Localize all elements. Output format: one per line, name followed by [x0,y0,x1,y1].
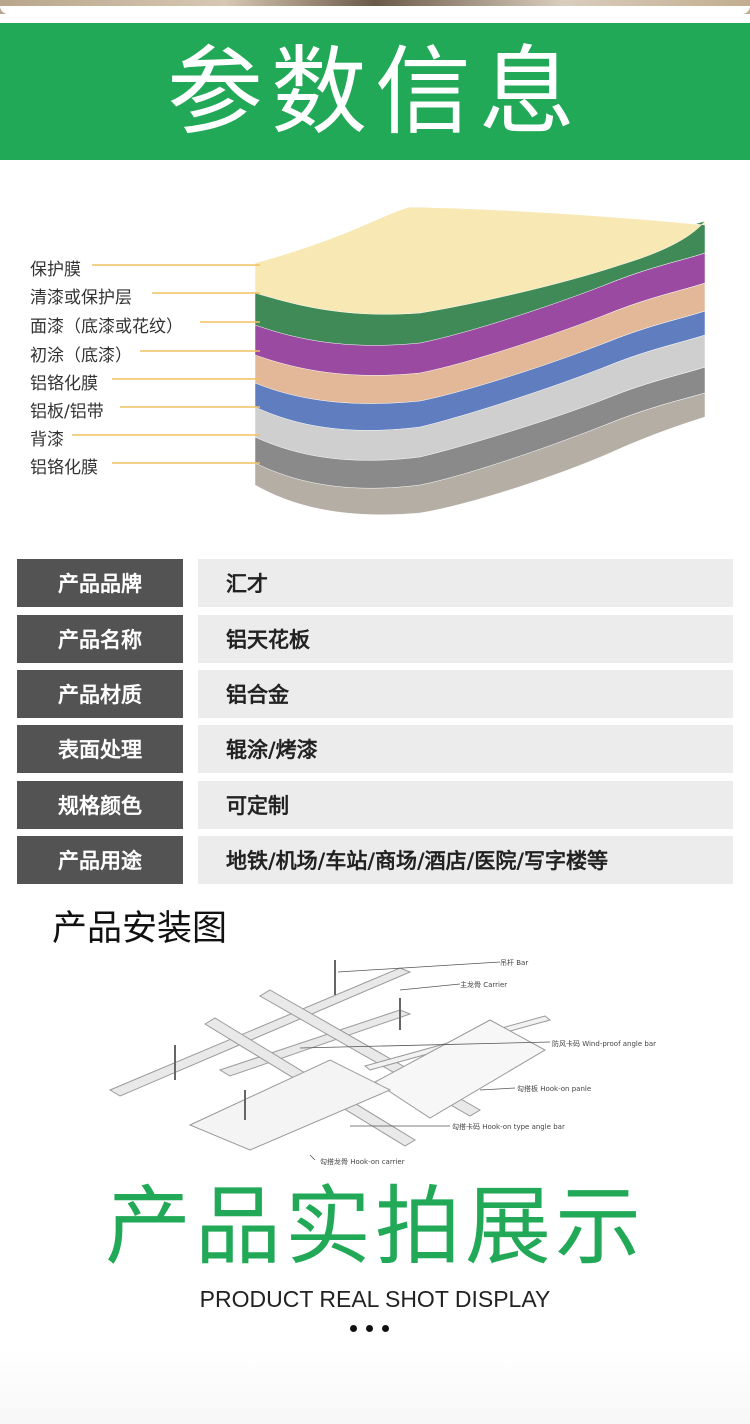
top-photo-strip [0,0,750,14]
section-header: 参数信息 [0,23,750,160]
layer-label: 铝铬化膜 [30,458,98,478]
spec-key: 规格颜色 [17,781,183,829]
callout-hook-carrier: 勾搭龙骨 Hook-on carrier [320,1157,405,1166]
installation-diagram: 吊杆 Bar 主龙骨 Carrier 防风卡码 Wind-proof angle… [108,958,656,1166]
layer-diagram: 保护膜 清漆或保护层 面漆（底漆或花纹） 初涂（底漆） 铝铬化膜 铝板/铝带 背… [0,195,750,530]
layer-label: 铝铬化膜 [30,374,98,394]
layer-label: 面漆（底漆或花纹） [30,317,183,337]
layer-label: 初涂（底漆） [30,346,132,366]
callout-line-windproof [299,1041,551,1049]
callout-bar: 吊杆 Bar [500,958,528,967]
spec-value: 可定制 [198,781,733,829]
dot [350,1325,357,1332]
layer-stack-graphic [72,206,706,515]
layer-label: 清漆或保护层 [30,288,132,308]
section-title: 参数信息 [167,35,583,148]
spec-row: 表面处理 辊涂/烤漆 [17,725,733,773]
layer-sheet-1 [254,206,706,315]
spec-row: 规格颜色 可定制 [17,781,733,829]
spec-value: 铝天花板 [198,615,733,663]
spec-key: 产品用途 [17,836,183,884]
callout-line-bar [337,961,501,973]
spec-value: 汇才 [198,559,733,607]
dot-separator [350,1325,389,1332]
install-title: 产品安装图 [52,909,228,949]
layer-label: 保护膜 [30,260,81,280]
hook-on-panel-2 [374,1019,547,1119]
callout-panel: 勾搭板 Hook-on panle [517,1084,591,1093]
bottom-photo-area [0,1350,750,1424]
layer-label: 背漆 [30,430,64,450]
spec-key: 表面处理 [17,725,183,773]
spec-row: 产品材质 铝合金 [17,670,733,718]
spec-key: 产品名称 [17,615,183,663]
spec-row: 产品用途 地铁/机场/车站/商场/酒店/医院/写字楼等 [17,836,733,884]
dot [366,1325,373,1332]
spec-value: 地铁/机场/车站/商场/酒店/医院/写字楼等 [198,836,733,884]
real-shot-title: 产品实拍展示 [105,1177,645,1277]
spec-key: 产品品牌 [17,559,183,607]
callout-line-panel [479,1087,516,1091]
layer-label: 铝板/铝带 [30,402,104,422]
callout-line-carrier [399,983,461,991]
spec-value: 铝合金 [198,670,733,718]
hook-on-panel-3 [188,1059,392,1151]
callout-windproof: 防风卡码 Wind-proof angle bar [552,1039,656,1048]
callout-hook-angle: 勾搭卡码 Hook-on type angle bar [452,1122,565,1131]
spec-key: 产品材质 [17,670,183,718]
real-shot-subtitle: PRODUCT REAL SHOT DISPLAY [199,1286,551,1312]
callout-line-hook-carrier [309,1154,316,1161]
spec-value: 辊涂/烤漆 [198,725,733,773]
dot [382,1325,389,1332]
spec-row: 产品品牌 汇才 [17,559,733,607]
callout-carrier: 主龙骨 Carrier [460,980,507,989]
main-carrier-1 [108,967,412,1097]
spec-row: 产品名称 铝天花板 [17,615,733,663]
